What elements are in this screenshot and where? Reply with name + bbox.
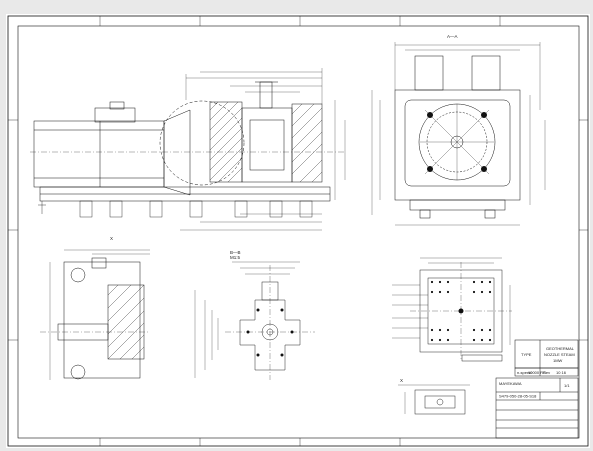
detail-label-small: X [400, 378, 403, 383]
title-block [495, 339, 579, 439]
title-block-text: TYPE GEOTHERMAL NOZZLE STEAM 1MW n-speed… [499, 346, 575, 399]
rev-value: 10 16 [556, 370, 567, 375]
type-label: TYPE [521, 352, 532, 357]
sheet-number: 1/1 [564, 383, 570, 388]
inner-border [17, 25, 580, 439]
type-value-1: GEOTHERMAL [546, 346, 575, 351]
section-label-b: B—B [230, 250, 241, 255]
company-name: MAYEKAWA [499, 381, 522, 386]
detail-view-b [194, 261, 315, 380]
outer-border [7, 15, 589, 447]
speed-label: n-speed [517, 370, 531, 375]
type-value-3: 1MW [553, 358, 563, 363]
detail-scale: M1:5 [230, 255, 241, 260]
view-labels: A—A X B—B M1:5 X [110, 34, 458, 383]
drawing-number: S479-050-28-05-S18 [499, 394, 537, 399]
type-value-2: NOZZLE STEAM [544, 352, 575, 357]
section-view-x [40, 249, 150, 380]
bottom-view-plate [392, 257, 512, 362]
front-view-section-a [371, 42, 546, 226]
section-label-a: A—A [447, 34, 458, 39]
rev-label: Rev [543, 370, 550, 375]
section-label-x: X [110, 236, 113, 241]
border-zone-ticks [8, 16, 588, 446]
speed-value: 10000 RS [528, 370, 546, 375]
side-view-turbine [30, 68, 346, 231]
small-part-detail [398, 384, 470, 415]
